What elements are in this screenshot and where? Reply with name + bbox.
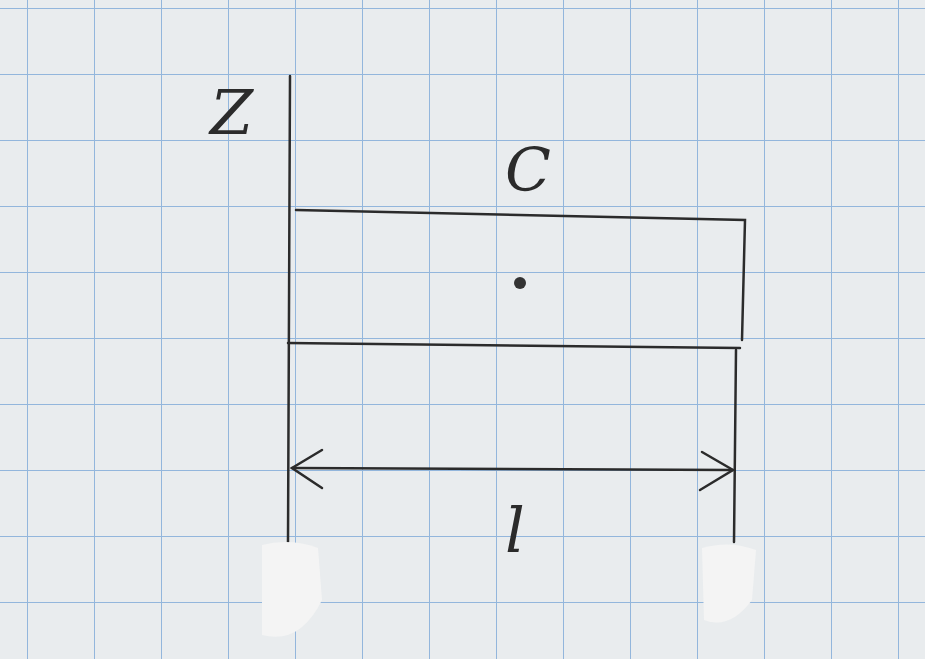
axis-label: Z [210,82,253,144]
dimension-line [292,468,733,470]
center-dot [514,277,526,289]
plate-label: C [505,140,551,200]
eraser-smudge [262,542,322,637]
dimension-label: l [505,500,525,562]
plate-outline [296,210,745,340]
arrowhead [292,450,322,488]
extension-line [734,350,736,542]
eraser-smudge [702,544,756,622]
plate-bottom [288,343,740,348]
z-axis [288,76,290,542]
arrowhead [700,452,733,490]
